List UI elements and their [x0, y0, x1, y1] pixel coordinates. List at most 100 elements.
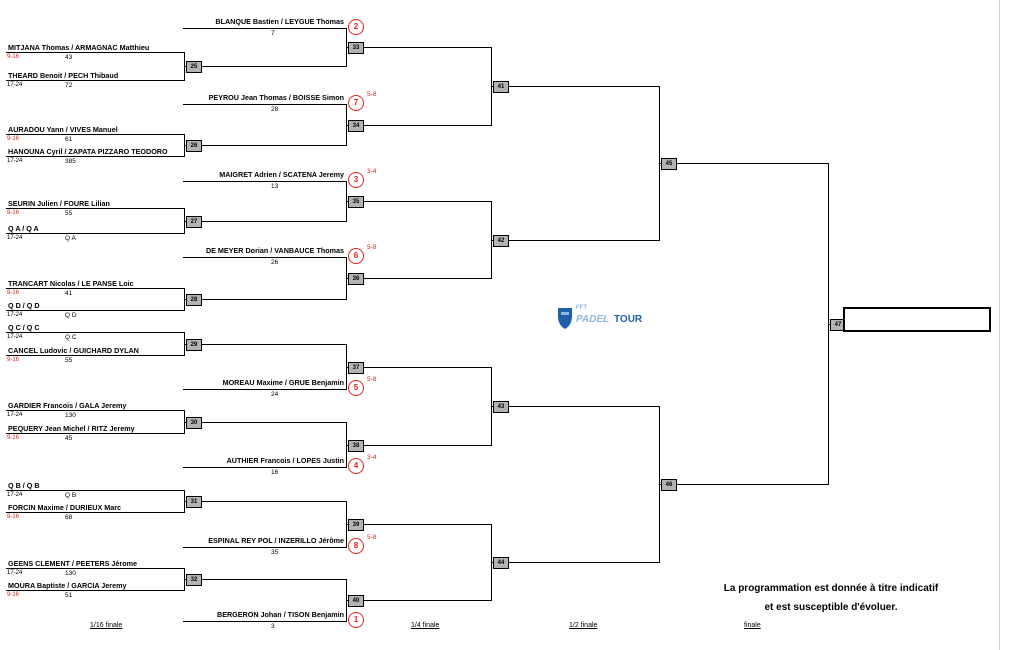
team-name: THEARD Benoit / PECH Thibaud	[8, 71, 119, 80]
draw-range-tag: 9-16	[7, 210, 20, 216]
team-ranking: 55	[65, 357, 73, 364]
page-border	[999, 0, 1000, 650]
bracket-line	[346, 445, 491, 446]
seed-place-range: 5-8	[367, 534, 377, 541]
schedule-note-line1: La programmation est donnée à titre indi…	[723, 583, 939, 594]
draw-range-tag: 17-24	[7, 570, 23, 576]
bracket-line	[346, 278, 491, 279]
draw-range-tag: 17-24	[7, 82, 23, 88]
team-name: Q D / Q D	[8, 301, 40, 310]
bracket-line	[346, 367, 491, 368]
team-ranking: 68	[65, 514, 73, 521]
bracket-line	[183, 621, 346, 622]
winner-box	[843, 307, 991, 332]
draw-range-tag: 9-16	[7, 357, 20, 363]
bracket-line	[346, 201, 491, 202]
match-number-box: 41	[493, 81, 509, 93]
seeded-team-name: MAIGRET Adrien / SCATENA Jeremy	[219, 170, 344, 179]
seeded-team-name: PEYROU Jean Thomas / BOISSE Simon	[208, 93, 344, 102]
team-name: GEENS CLEMENT / PEETERS Jérome	[8, 559, 138, 568]
team-ranking: 130	[65, 570, 76, 577]
draw-range-tag: 9-16	[7, 136, 20, 142]
round-label: 1/2 finale	[569, 622, 598, 629]
team-name: SEURIN Julien / FOURE Lilian	[8, 199, 110, 208]
team-name: AURADOU Yann / VIVES Manuel	[8, 125, 118, 134]
seed-number-badge: 2	[348, 19, 364, 35]
bracket-line	[183, 181, 346, 182]
bracket-line	[491, 86, 659, 87]
draw-range-tag: 9-16	[7, 435, 20, 441]
match-number-box: 46	[661, 479, 677, 491]
bracket-line	[6, 52, 184, 53]
match-number-box: 32	[186, 574, 202, 586]
team-ranking: 43	[65, 54, 73, 61]
bracket-line	[6, 332, 184, 333]
team-ranking: 13	[271, 183, 279, 190]
team-ranking: 45	[65, 435, 73, 442]
seeded-team-name: BLANQUE Bastien / LEYGUE Thomas	[215, 17, 344, 26]
logo-tour: TOUR	[614, 314, 643, 325]
logo-padel: PADEL	[576, 314, 610, 325]
team-ranking: Q C	[65, 334, 77, 341]
team-name: HANOUNA Cyril / ZAPATA PIZZARO TEODORO	[8, 147, 168, 156]
match-number-box: 26	[186, 140, 202, 152]
match-number-box: 31	[186, 496, 202, 508]
bracket-line	[6, 134, 184, 135]
draw-range-tag: 9-16	[7, 290, 20, 296]
team-ranking: 51	[65, 592, 73, 599]
seed-place-range: 5-8	[367, 244, 377, 251]
team-ranking: 26	[271, 259, 279, 266]
bracket-line	[6, 410, 184, 411]
bracket-line	[659, 163, 828, 164]
bracket-line	[6, 512, 184, 513]
bracket-line	[346, 600, 491, 601]
team-ranking: 385	[65, 158, 76, 165]
team-name: TRANCART Nicolas / LE PANSE Loic	[8, 279, 134, 288]
team-ranking: Q D	[65, 312, 77, 319]
bracket-line	[6, 156, 184, 157]
bracket-line	[183, 104, 346, 105]
match-number-box: 40	[348, 595, 364, 607]
team-ranking: 55	[65, 210, 73, 217]
team-ranking: 3	[271, 623, 275, 630]
bracket-line	[183, 257, 346, 258]
bracket-line	[6, 288, 184, 289]
bracket-line	[346, 47, 491, 48]
bracket-line	[184, 422, 346, 423]
match-number-box: 42	[493, 235, 509, 247]
bracket-line	[6, 80, 184, 81]
bracket-line	[184, 299, 346, 300]
team-ranking: 72	[65, 82, 73, 89]
draw-range-tag: 9-16	[7, 514, 20, 520]
match-number-box: 37	[348, 362, 364, 374]
team-name: Q C / Q C	[8, 323, 40, 332]
seed-number-badge: 1	[348, 612, 364, 628]
team-ranking: Q A	[65, 235, 76, 242]
bracket-line	[346, 125, 491, 126]
bracket-line	[184, 501, 346, 502]
schedule-note-line2: et est susceptible d'évoluer.	[764, 602, 898, 613]
bracket-line	[346, 524, 491, 525]
bracket-line	[6, 233, 184, 234]
seeded-team-name: MOREAU Maxime / GRUE Benjamin	[222, 378, 344, 387]
bracket-line	[491, 562, 659, 563]
team-ranking: 61	[65, 136, 73, 143]
match-number-box: 43	[493, 401, 509, 413]
team-name: MOURA Baptiste / GARCIA Jeremy	[8, 581, 127, 590]
bracket-line	[184, 579, 346, 580]
round-label: 1/4 finale	[411, 622, 440, 629]
fft-padel-tour-logo: FFT PADEL TOUR	[556, 305, 666, 331]
bracket-line	[6, 433, 184, 434]
match-number-box: 34	[348, 120, 364, 132]
bracket-line	[491, 240, 659, 241]
draw-range-tag: 17-24	[7, 235, 23, 241]
match-number-box: 28	[186, 294, 202, 306]
bracket-line	[491, 406, 659, 407]
seeded-team-name: ESPINAL REY POL / INZERILLO Jérôme	[208, 536, 344, 545]
bracket-line	[184, 344, 346, 345]
match-number-box: 30	[186, 417, 202, 429]
draw-range-tag: 17-24	[7, 158, 23, 164]
bracket-line	[6, 208, 184, 209]
team-ranking: 41	[65, 290, 73, 297]
round-label: 1/16 finale	[90, 622, 123, 629]
